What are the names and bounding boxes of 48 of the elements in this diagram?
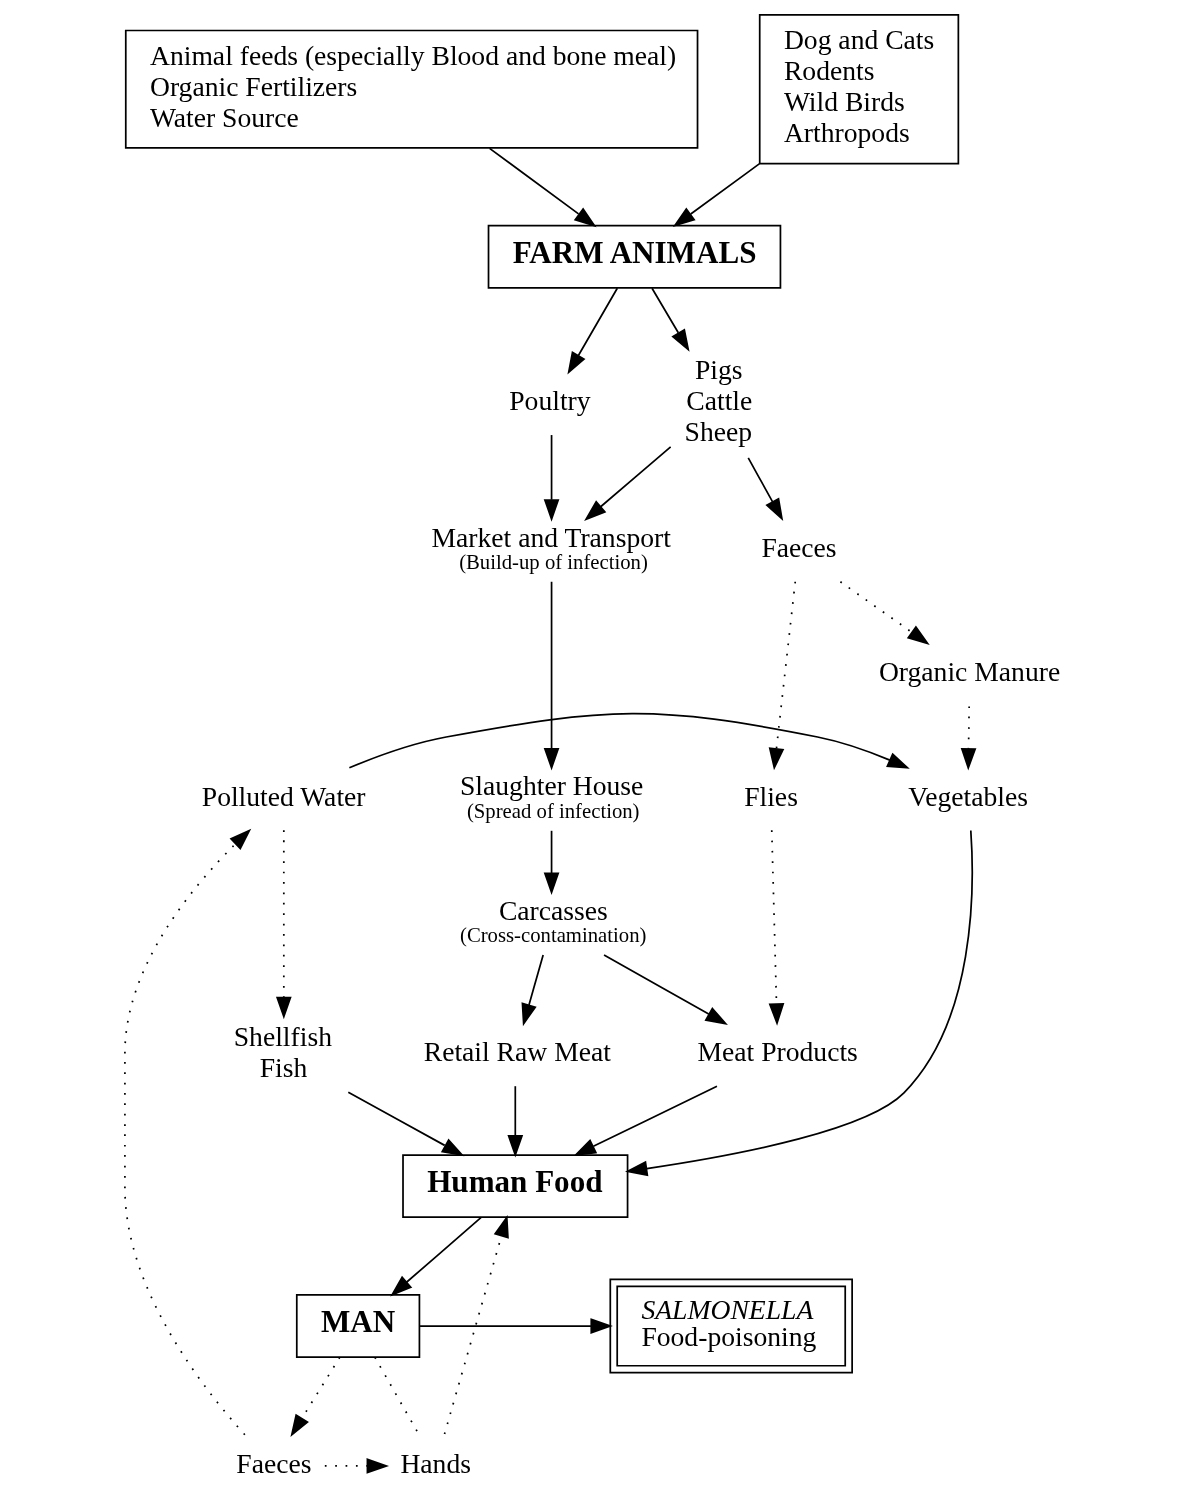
arrow xyxy=(960,705,977,771)
node-text: Meat Products xyxy=(697,1036,858,1068)
node-text: Faeces xyxy=(236,1447,312,1479)
node-text: Shellfish Fish xyxy=(233,1020,332,1083)
arrow xyxy=(390,1216,483,1297)
arrow xyxy=(839,580,930,645)
arrow xyxy=(573,1085,718,1157)
arrow xyxy=(419,1318,613,1334)
arrow xyxy=(603,954,728,1025)
arrow xyxy=(348,712,910,769)
arrow xyxy=(124,828,252,1436)
node-text: Poultry xyxy=(509,385,591,417)
arrow xyxy=(290,1356,341,1437)
node-text: Polluted Water xyxy=(201,780,366,812)
arrow xyxy=(584,445,672,521)
node-text: Slaughter House (Spread of infection) xyxy=(460,770,644,822)
arrow xyxy=(347,1091,465,1157)
node-box: Dog and Cats Rodents Wild Birds Arthropods xyxy=(758,14,960,165)
arrow xyxy=(323,1458,390,1474)
node-text: Market and Transport (Build-up of infection) xyxy=(431,521,671,573)
arrow xyxy=(275,829,292,1020)
node-box: Human Food xyxy=(402,1154,629,1219)
arrow xyxy=(443,1214,509,1435)
node-text: Carcasses (Cross-contamination) xyxy=(460,894,647,946)
node-text: Hands xyxy=(400,1447,472,1479)
node-box: FARM ANIMALS xyxy=(487,224,782,289)
arrow xyxy=(768,829,785,1026)
arrow xyxy=(747,457,784,521)
arrow xyxy=(672,163,761,228)
arrow xyxy=(543,580,560,771)
arrow xyxy=(488,147,597,228)
arrow xyxy=(625,829,974,1177)
node-text: Organic Manure xyxy=(878,656,1061,688)
arrow xyxy=(507,1085,524,1158)
node-box: SALMONELLA Food-poisoning xyxy=(609,1278,853,1374)
node-text: Retail Raw Meat xyxy=(423,1036,611,1068)
arrow xyxy=(651,287,690,352)
arrow xyxy=(567,287,619,375)
node-text: Flies xyxy=(744,780,798,812)
arrow xyxy=(543,434,560,522)
arrow xyxy=(521,954,544,1027)
node-text: Pigs Cattle Sheep xyxy=(684,354,753,448)
node-box: MAN xyxy=(295,1294,421,1358)
node-text: Faeces xyxy=(761,532,837,564)
arrow xyxy=(543,829,560,895)
node-text: Vegetables xyxy=(908,780,1028,812)
arrow xyxy=(768,580,797,771)
node-box: Animal feeds (especially Blood and bone meal) Organic Fertilizers Water Source xyxy=(124,29,699,149)
